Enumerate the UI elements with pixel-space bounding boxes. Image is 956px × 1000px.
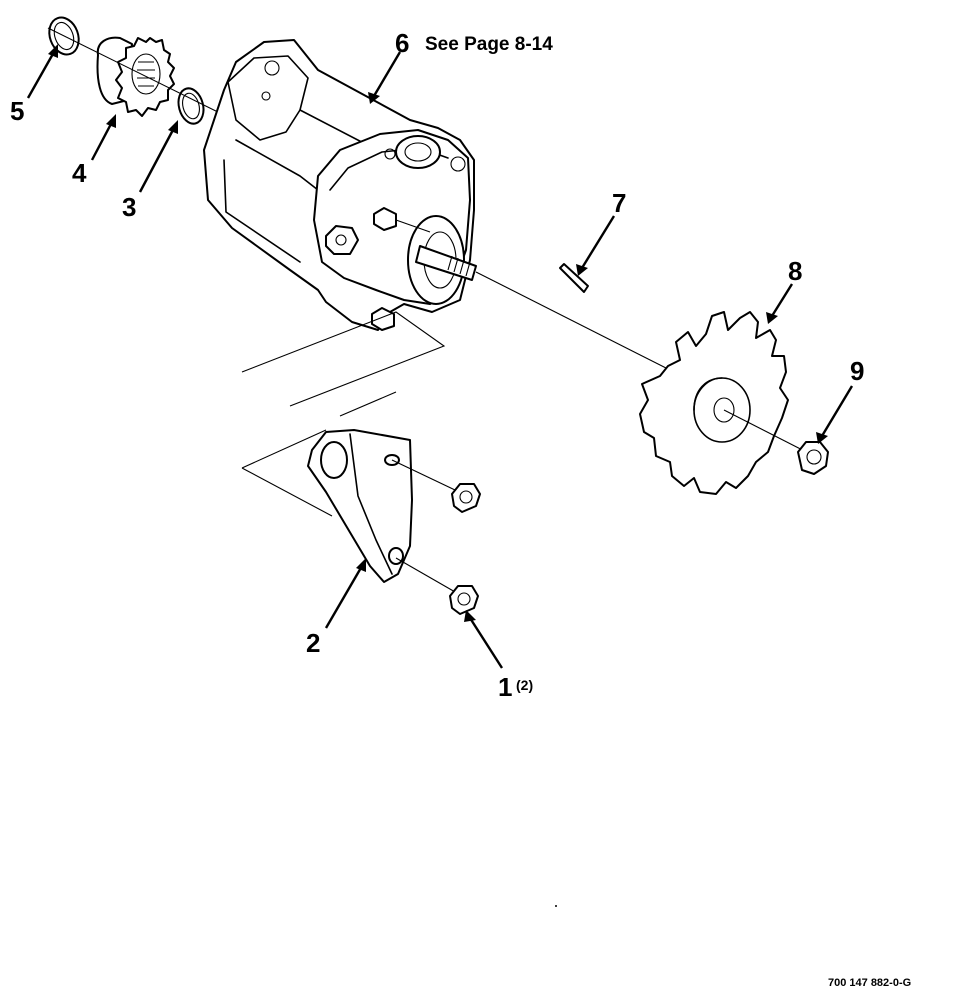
gearbox-bolt-left	[325, 225, 359, 255]
part-1-flange-nut-lower	[449, 585, 479, 615]
part-4-sprocket	[96, 36, 175, 117]
part-7-key	[559, 263, 589, 293]
part-9-nut	[797, 441, 829, 475]
callout-9: 9	[850, 356, 864, 386]
part-8-notched-disc	[639, 311, 789, 495]
part-3-snap-ring	[177, 87, 205, 125]
gearbox-cap-screw-lower	[371, 307, 395, 331]
callout-5: 5	[10, 96, 24, 126]
gearbox-output-shaft	[415, 245, 477, 281]
shaft-centerline-right	[475, 271, 667, 369]
callout-7: 7	[612, 188, 626, 218]
leader-arrows	[26, 44, 854, 669]
scan-speck	[555, 905, 557, 907]
part-6-gearbox	[203, 39, 477, 331]
callout-2: 2	[306, 628, 320, 658]
mounting-plane-upper	[241, 311, 446, 407]
part-1-flange-nut-upper	[451, 483, 481, 513]
callout-6: 6	[395, 28, 409, 58]
callout-1: 1	[498, 672, 512, 702]
callout-3: 3	[122, 192, 136, 222]
callout-4: 4	[72, 158, 87, 188]
callout-1-quantity: (2)	[516, 677, 533, 693]
gearbox-cap-screw-upper	[373, 207, 431, 233]
callout-8: 8	[788, 256, 802, 286]
figure-number: 700 147 882-0-G	[828, 977, 911, 989]
shaft-centerline-left	[47, 27, 231, 119]
part-2-bracket	[307, 429, 413, 583]
mounting-plane-lower	[241, 391, 397, 517]
callout-6-see-page-note: See Page 8-14	[425, 34, 553, 55]
